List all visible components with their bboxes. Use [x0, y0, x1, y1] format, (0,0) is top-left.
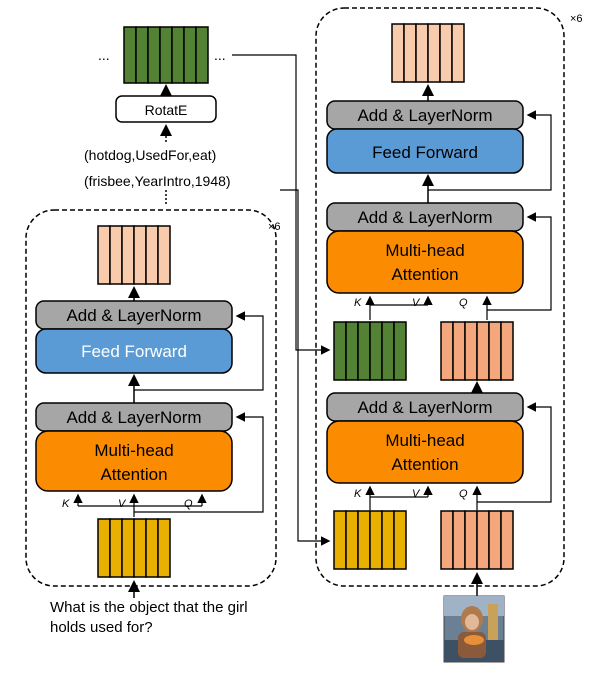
- right-mha-top-label-1: Multi-head: [385, 241, 464, 260]
- left-add-norm-top-label: Add & LayerNorm: [66, 306, 201, 325]
- kg-connector: [232, 54, 331, 355]
- right-top-k-label: K: [354, 297, 362, 309]
- text-encoder-container: [25, 209, 277, 587]
- right-output-vectors: [391, 23, 465, 83]
- right-feed-forward: [326, 128, 524, 174]
- right-add-norm-bottom-label: Add & LayerNorm: [357, 398, 492, 417]
- left-output-vectors: [97, 225, 171, 285]
- right-top-v-label: V: [412, 297, 421, 309]
- kg-triple-1: (hotdog,UsedFor,eat): [84, 147, 216, 163]
- left-mha-label-2: Attention: [100, 465, 167, 484]
- repeat-label-left: ×6: [268, 221, 281, 233]
- kg-embedding-vectors: [123, 26, 209, 84]
- right-image-vectors-top: [440, 321, 514, 381]
- kg-triple-2: (frisbee,YearIntro,1948): [84, 173, 231, 189]
- right-bottom-q-label: Q: [459, 488, 468, 500]
- rotate-box: [115, 95, 217, 123]
- right-mha-bottom-label-2: Attention: [391, 455, 458, 474]
- right-bottom-k-label: K: [354, 488, 362, 500]
- left-feed-forward-label: Feed Forward: [81, 342, 187, 361]
- right-add-norm-top-label: Add & LayerNorm: [357, 106, 492, 125]
- rotate-label: RotatE: [145, 102, 188, 118]
- right-mha-bottom-label-1: Multi-head: [385, 431, 464, 450]
- question-text: What is the object that the girl holds u…: [50, 599, 248, 636]
- right-top-q-label: Q: [459, 297, 468, 309]
- right-multi-head-attention-top: [326, 230, 524, 294]
- right-add-norm-middle-label: Add & LayerNorm: [357, 208, 492, 227]
- left-feed-forward: [35, 328, 233, 374]
- left-mha-label-1: Multi-head: [94, 441, 173, 460]
- right-multi-head-attention-bottom: [326, 420, 524, 484]
- ellipsis-left: ...: [98, 47, 110, 63]
- cross-modal-encoder-container: [315, 7, 565, 587]
- right-feed-forward-label: Feed Forward: [372, 143, 478, 162]
- right-kg-vectors: [333, 321, 407, 381]
- left-multi-head-attention: [35, 430, 233, 492]
- right-image-vectors-bottom: [440, 510, 514, 570]
- left-q-label: Q: [184, 498, 193, 510]
- left-k-label: K: [62, 498, 70, 510]
- input-photo: [443, 595, 505, 663]
- left-v-label: V: [118, 498, 127, 510]
- ellipsis-right: ...: [214, 47, 226, 63]
- right-mha-top-label-2: Attention: [391, 265, 458, 284]
- left-add-norm-bottom-label: Add & LayerNorm: [66, 408, 201, 427]
- right-text-vectors: [333, 510, 407, 570]
- right-bottom-v-label: V: [412, 488, 421, 500]
- text-connector: [280, 189, 331, 546]
- repeat-label-right: ×6: [570, 13, 583, 25]
- left-text-input-vectors: [97, 518, 171, 578]
